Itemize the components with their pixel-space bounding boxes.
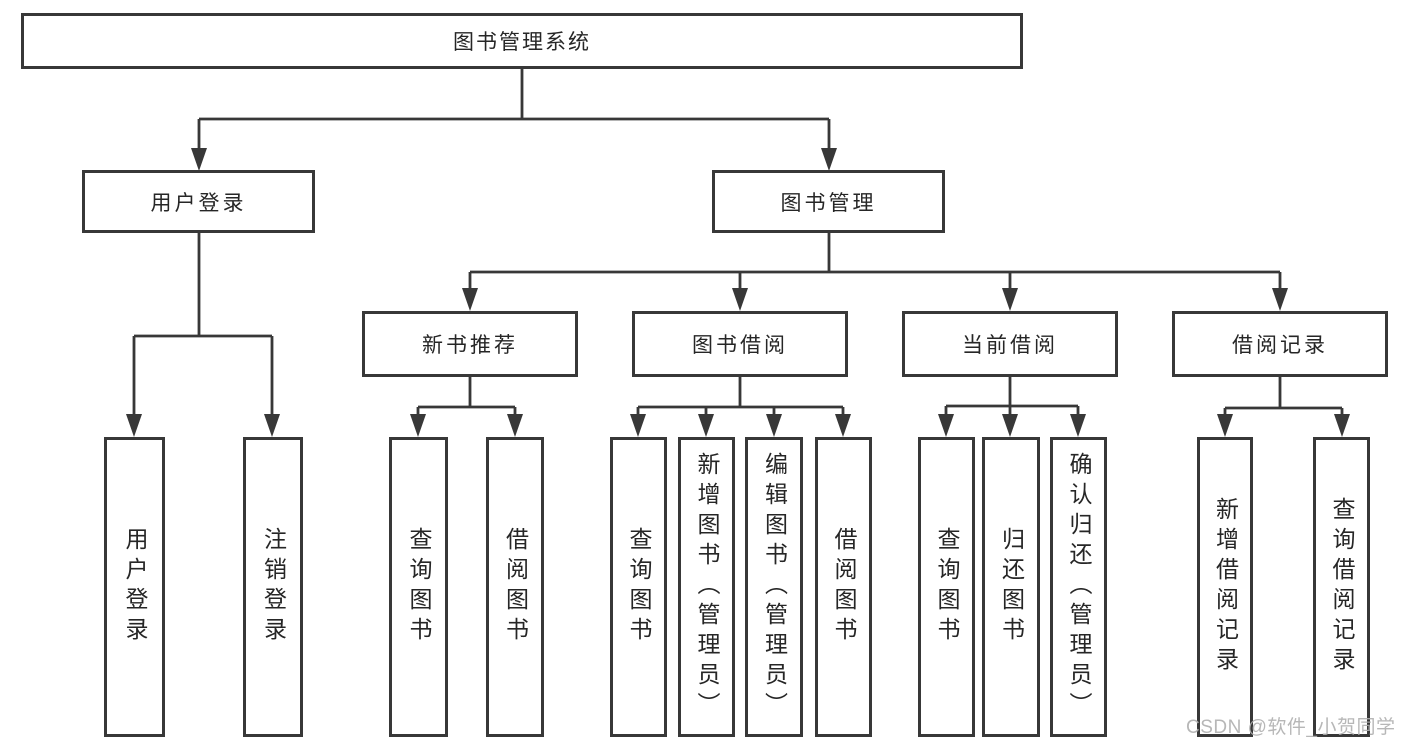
connector-book-management-to-level3 bbox=[462, 233, 1288, 311]
node-book-borrow: 图书借阅 bbox=[632, 311, 848, 377]
leaf-recommend-query-books: 查询图书 bbox=[389, 437, 448, 737]
leaf-add-books-admin: 新增图书（管理员） bbox=[678, 437, 735, 737]
leaf-label: 用户登录 bbox=[122, 527, 148, 647]
leaf-label: 新增借阅记录 bbox=[1212, 497, 1239, 677]
node-label: 图书借阅 bbox=[692, 334, 788, 357]
leaf-label: 确认归还（管理员） bbox=[1066, 452, 1092, 722]
leaf-borrow-books: 借阅图书 bbox=[815, 437, 872, 737]
connector-new-book-recommend-to-leaves bbox=[410, 377, 523, 437]
leaf-label: 查询图书 bbox=[626, 527, 652, 647]
leaf-label: 新增图书（管理员） bbox=[694, 452, 720, 722]
leaf-return-books: 归还图书 bbox=[982, 437, 1040, 737]
leaf-confirm-return-admin: 确认归还（管理员） bbox=[1050, 437, 1107, 737]
node-label: 当前借阅 bbox=[962, 334, 1058, 357]
node-current-borrow: 当前借阅 bbox=[902, 311, 1118, 377]
connector-root-to-level2 bbox=[191, 69, 837, 171]
leaf-label: 借阅图书 bbox=[831, 527, 857, 647]
csdn-watermark: CSDN @软件_小贺同学 bbox=[1186, 717, 1396, 738]
leaf-user-login: 用户登录 bbox=[104, 437, 165, 737]
node-label: 新书推荐 bbox=[422, 334, 518, 357]
leaf-add-borrow-record: 新增借阅记录 bbox=[1197, 437, 1253, 737]
connector-borrow-records-to-leaves bbox=[1217, 377, 1350, 437]
node-label: 图书管理 bbox=[780, 191, 877, 215]
leaf-label: 注销登录 bbox=[260, 527, 287, 647]
node-label: 借阅记录 bbox=[1232, 334, 1328, 357]
leaf-label: 归还图书 bbox=[998, 527, 1025, 647]
leaf-query-borrow-record: 查询借阅记录 bbox=[1313, 437, 1370, 737]
node-label: 图书管理系统 bbox=[453, 31, 591, 54]
leaf-label: 查询图书 bbox=[406, 527, 432, 647]
connector-current-borrow-to-leaves bbox=[938, 377, 1086, 437]
node-root-library-management-system: 图书管理系统 bbox=[21, 13, 1023, 69]
connector-user-login-to-leaves bbox=[126, 233, 280, 437]
leaf-recommend-borrow-books: 借阅图书 bbox=[486, 437, 544, 737]
node-borrow-records: 借阅记录 bbox=[1172, 311, 1388, 377]
leaf-label: 借阅图书 bbox=[502, 527, 529, 647]
node-new-book-recommend: 新书推荐 bbox=[362, 311, 578, 377]
leaf-label: 查询借阅记录 bbox=[1329, 497, 1355, 677]
leaf-label: 查询图书 bbox=[934, 527, 960, 647]
leaf-borrow-query-books: 查询图书 bbox=[610, 437, 667, 737]
node-book-management: 图书管理 bbox=[712, 170, 945, 233]
node-label: 用户登录 bbox=[150, 191, 247, 215]
leaf-current-query-books: 查询图书 bbox=[918, 437, 975, 737]
leaf-label: 编辑图书（管理员） bbox=[761, 452, 788, 722]
connector-book-borrow-to-leaves bbox=[630, 377, 851, 437]
node-user-login: 用户登录 bbox=[82, 170, 315, 233]
leaf-edit-books-admin: 编辑图书（管理员） bbox=[745, 437, 803, 737]
leaf-logout: 注销登录 bbox=[243, 437, 303, 737]
